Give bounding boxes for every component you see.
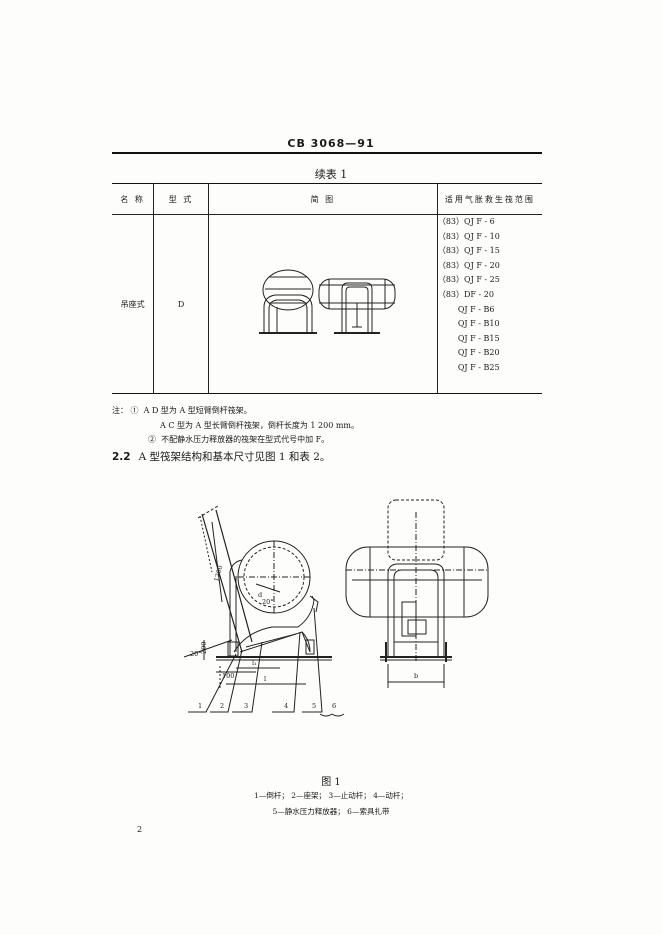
header-rule (112, 152, 542, 154)
raft-item: QJ F - B6 (457, 304, 495, 314)
table-caption: 续表 1 (314, 168, 348, 181)
figure-front-view-labels: b (414, 672, 418, 680)
page-number: 2 (137, 825, 143, 834)
figure-title: 图 1 (321, 777, 341, 788)
callout-2: 2 (220, 702, 224, 710)
note-line: A C 型为 A 型长臂倒杆筏架，倒杆长度为 1 200 mm。 (112, 419, 359, 434)
section-heading: 2.2 A 型筏架结构和基本尺寸见图 1 和表 2。 (112, 449, 330, 464)
raft-item: （83）QJ F - 15 (437, 246, 500, 256)
table-header-row: 名 称 型 式 简 图 适用气胀救生筏范围 (112, 183, 542, 215)
note-item: ① A D 型为 A 型短臂倒杆筏架。 (130, 406, 252, 415)
header-range: 适用气胀救生筏范围 (436, 183, 542, 215)
dim-d: d (258, 591, 262, 599)
angle-20b: 20° (262, 598, 274, 606)
cell-type: D (153, 214, 209, 394)
raft-item: （83）QJ F - 20 (437, 260, 500, 270)
sketch-front-view (318, 278, 396, 334)
raft-item: （83）QJ F - 25 (437, 275, 500, 285)
sketch-side-view (258, 269, 317, 334)
dim-1200: 1200 (212, 564, 224, 582)
dim-l: l (264, 675, 266, 683)
section-number: 2.2 (112, 451, 131, 463)
figure-side-view-labels: 1200 200 20° 20° d 100 l₁ l 1 2 3 4 5 6 (190, 564, 336, 710)
cell-name: 吊座式 (112, 214, 155, 394)
raft-item: QJ F - B15 (457, 333, 500, 343)
note-item: A C 型为 A 型长臂倒杆筏架，倒杆长度为 1 200 mm。 (160, 420, 360, 430)
cell-sketch (207, 214, 438, 394)
note-line: 注： ① A D 型为 A 型短臂倒杆筏架。 (112, 404, 359, 419)
section-text: A 型筏架结构和基本尺寸见图 1 和表 2。 (138, 451, 331, 463)
note-line: ② 不配静水压力释放器的筏架在型式代号中加 F。 (112, 433, 359, 448)
legend-line: 1—倒杆； 2—座架； 3—止动杆； 4—动杆； (254, 791, 408, 800)
dim-l1: l₁ (252, 659, 257, 667)
figure-drawing: 1200 200 20° 20° d 100 l₁ l 1 2 3 4 5 6 (183, 499, 489, 717)
callout-5: 5 (312, 702, 316, 710)
dim-200: 200 (200, 642, 208, 654)
table-row: 吊座式 D (112, 214, 542, 394)
figure-side-view (183, 505, 345, 717)
continuation-table: 名 称 型 式 简 图 适用气胀救生筏范围 吊座式 D (112, 183, 542, 394)
dim-100: 100 (222, 672, 234, 680)
header-sketch: 简 图 (207, 183, 438, 215)
raft-item: QJ F - B20 (457, 348, 500, 358)
raft-item: （83）QJ F - 6 (437, 217, 495, 226)
header-name: 名 称 (112, 183, 155, 215)
figure-legend: 1—倒杆； 2—座架； 3—止动杆； 4—动杆； 5—静水压力释放器； 6—索具… (0, 788, 662, 820)
cell-raft-range: （83）QJ F - 6 （83）QJ F - 10 （83）QJ F - 15… (436, 214, 542, 394)
figure-front-view (345, 499, 489, 688)
note-prefix: 注： (112, 406, 128, 415)
raft-item: QJ F - B25 (457, 362, 500, 372)
header-type: 型 式 (153, 183, 209, 215)
raft-item: （83）DF - 20 (437, 289, 494, 299)
standard-code: CB 3068—91 (287, 137, 375, 150)
note-item: ② 不配静水压力释放器的筏架在型式代号中加 F。 (148, 435, 330, 444)
legend-line: 5—静水压力释放器； 6—索具扎带 (272, 807, 390, 816)
notes: 注： ① A D 型为 A 型短臂倒杆筏架。 A C 型为 A 型长臂倒杆筏架，… (112, 404, 359, 448)
sketch-drawing (258, 269, 396, 334)
callout-1: 1 (198, 702, 202, 710)
dim-b: b (414, 672, 418, 680)
callout-6: 6 (332, 702, 336, 710)
raft-item: QJ F - B10 (457, 319, 500, 329)
angle-20a: 20° (190, 650, 202, 658)
callout-3: 3 (244, 702, 248, 710)
callout-4: 4 (284, 702, 288, 710)
raft-item: （83）QJ F - 10 (437, 231, 500, 241)
